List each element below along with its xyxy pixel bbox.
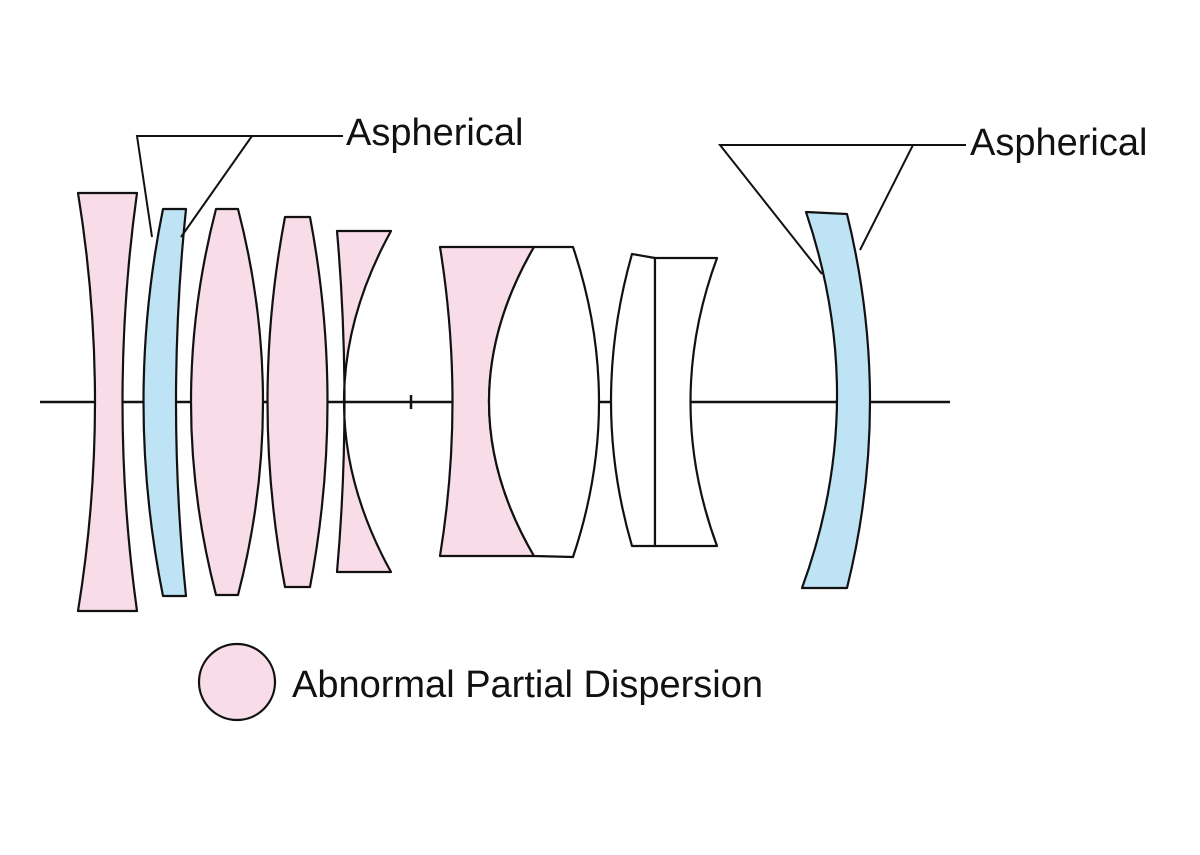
legend-label: Abnormal Partial Dispersion bbox=[292, 664, 763, 706]
legend-swatch-apd bbox=[197, 642, 277, 722]
lens-element-5 bbox=[335, 229, 393, 574]
aspherical-label-rear: Aspherical bbox=[970, 122, 1148, 164]
lens-element-10 bbox=[800, 210, 872, 590]
lens-element-1 bbox=[76, 191, 139, 613]
aspherical-leader-rear bbox=[717, 144, 966, 275]
lens-element-4 bbox=[266, 215, 329, 589]
aspherical-leader-front bbox=[135, 135, 343, 238]
lens-element-7 bbox=[488, 245, 601, 559]
lens-element-2 bbox=[142, 207, 188, 598]
aspherical-label-front: Aspherical bbox=[346, 112, 524, 154]
lens-element-3 bbox=[189, 207, 265, 597]
lens-element-8 bbox=[609, 252, 657, 548]
lens-element-9 bbox=[653, 256, 719, 548]
